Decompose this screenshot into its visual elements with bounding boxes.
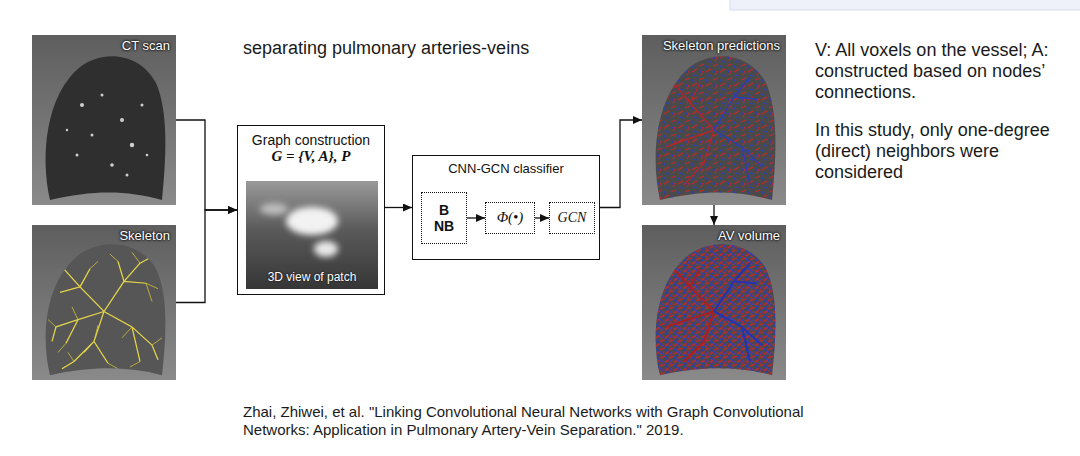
node-text: Skeleton [119,229,170,244]
citation: Zhai, Zhiwei, et al. "Linking Convolutio… [243,403,843,439]
prediction-background [642,35,786,205]
patch-background [246,181,378,289]
vessel-dot [126,174,129,177]
flow-arrow [535,217,549,218]
av-volume-picture [642,225,786,380]
note-text: In this study, only one-degree (direct) … [815,120,1055,183]
vessel-blob [314,241,338,257]
graph-construction-box: Graph constructionG = {V, A}, P 3D view o… [237,125,385,295]
skeleton-image: Skeleton [32,225,176,380]
skeleton-picture [32,225,176,380]
skeleton-tree [48,252,162,368]
note-text: V: All voxels on the vessel; A: construc… [815,40,1055,103]
patch-picture [246,181,378,289]
ct-background [32,35,176,205]
vessel-dot [146,154,149,157]
vessel-dot [120,118,124,122]
lung-region [46,56,166,200]
vessel-dot [101,94,104,97]
artery-branches [666,267,714,362]
vessel-dots [66,94,149,177]
skeleton-twigs [48,252,162,368]
vein-branches [714,263,762,361]
vessel-blob [260,203,288,215]
artery-vein-voxels [642,225,786,380]
vessel-dot [76,154,79,157]
node-text: CT scan [122,39,170,54]
node-text: Skeleton predictions [663,39,780,54]
node-text: GCN [558,210,587,226]
vessel-dot [110,163,114,167]
title: separating pulmonary arteries-veins [243,38,643,59]
artery-vein-points [642,35,786,205]
prediction-picture [642,35,786,205]
gcn-block: GCN [549,202,595,234]
vein-branches [714,77,762,185]
vessel-dot [80,103,84,107]
vessel-dot [130,143,134,147]
ct-scan-picture [32,35,176,205]
skeleton-branches [52,256,158,369]
skeleton-lung [46,244,166,375]
patch-image: 3D view of patch [246,181,378,289]
skeleton-background [32,225,176,380]
vessel-blob [286,207,338,235]
classifier-box: CNN-GCN classifier B NB Φ(•) GCN [412,155,600,260]
vessel-dot [91,134,94,137]
node-text: B NB [434,202,454,234]
av-background [642,225,786,380]
lung-region [46,244,166,375]
flow-arrow [176,120,237,210]
vessel-dot [66,129,68,131]
node-text: CNN-GCN classifier [448,162,564,177]
phi-block: Φ(•) [485,202,535,234]
node-text: Φ(•) [497,209,524,226]
flow-arrow [600,120,642,208]
vessel-dot [141,104,144,107]
branch-block: B NB [421,192,467,244]
node-text: AV volume [718,229,780,244]
av-volume-image: AV volume [642,225,786,380]
node-text: 3D view of patch [268,271,357,285]
av-vessels [642,225,786,380]
flow-arrow [467,217,485,218]
flow-arrow [713,205,714,225]
node-text: Graph construction [252,132,370,148]
top-strip [730,0,1080,10]
node-text: G = {V, A}, P [271,148,350,165]
av-lung [642,225,786,380]
ct-scan-image: CT scan [32,35,176,205]
skeleton-predictions-image: Skeleton predictions [642,35,786,205]
flow-arrow [385,207,412,208]
artery-branches [666,81,714,185]
flow-arrow [176,210,237,303]
labelled-skeleton [642,35,786,205]
